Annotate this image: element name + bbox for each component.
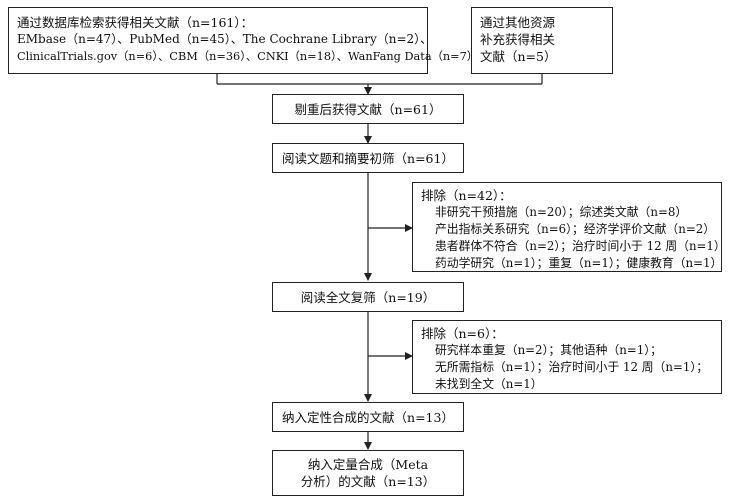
database-search-line-1: 通过数据库检索获得相关文献（n=161）： — [17, 15, 254, 30]
qualitative-synthesis-box: 纳入定性合成的文献（n=13） — [272, 402, 464, 432]
exclusion-2-item: 无所需指标（n=1）；治疗时间小于 12 周（n=1）； — [435, 360, 709, 374]
other-sources-box: 通过其他资源 补充获得相关 文献（n=5） — [471, 7, 613, 74]
fulltext-screen-text: 阅读全文复筛（n=19） — [300, 290, 436, 305]
quantitative-synthesis-line-2: 分析）的文献（n=13） — [300, 474, 436, 489]
title-abstract-screen-box: 阅读文题和摘要初筛（n=61） — [272, 143, 464, 173]
exclusion-1-item: 患者群体不符合（n=2）；治疗时间小于 12 周（n=1） — [435, 239, 726, 253]
exclusion-1-item: 非研究干预措施（n=20）；综述类文献（n=8） — [435, 205, 688, 219]
after-dedup-box: 剔重后获得文献（n=61） — [272, 94, 464, 124]
other-sources-line-3: 文献（n=5） — [480, 49, 557, 64]
exclusion-box-1: 排除（n=42）： 非研究干预措施（n=20）；综述类文献（n=8） 产出指标关… — [412, 182, 726, 272]
exclusion-1-heading: 排除（n=42）： — [421, 188, 512, 203]
database-search-line-3: ClinicalTrials.gov（n=6）、CBM（n=36）、CNKI（n… — [17, 50, 479, 63]
quantitative-synthesis-line-1: 纳入定量合成（Meta — [307, 457, 429, 472]
database-search-line-2: EMbase（n=47）、PubMed（n=45）、The Cochrane L… — [17, 32, 433, 46]
other-sources-line-2: 补充获得相关 — [480, 32, 556, 47]
exclusion-2-item: 未找到全文（n=1） — [435, 377, 543, 391]
exclusion-1-item: 药动学研究（n=1）；重复（n=1）；健康教育（n=1） — [435, 256, 723, 270]
title-abstract-screen-text: 阅读文题和摘要初筛（n=61） — [282, 151, 454, 166]
other-sources-line-1: 通过其他资源 — [480, 15, 556, 30]
qualitative-synthesis-text: 纳入定性合成的文献（n=13） — [282, 410, 454, 425]
quantitative-synthesis-box: 纳入定量合成（Meta 分析）的文献（n=13） — [272, 450, 464, 496]
database-search-box: 通过数据库检索获得相关文献（n=161）： EMbase（n=47）、PubMe… — [8, 7, 479, 74]
exclusion-1-item: 产出指标关系研究（n=6）；经济学评价文献（n=2） — [435, 222, 716, 236]
after-dedup-text: 剔重后获得文献（n=61） — [294, 102, 442, 117]
exclusion-2-heading: 排除（n=6）： — [421, 326, 504, 341]
fulltext-screen-box: 阅读全文复筛（n=19） — [272, 282, 464, 312]
exclusion-2-item: 研究样本重复（n=2）；其他语种（n=1）； — [435, 343, 662, 357]
exclusion-box-2: 排除（n=6）： 研究样本重复（n=2）；其他语种（n=1）； 无所需指标（n=… — [412, 320, 722, 394]
